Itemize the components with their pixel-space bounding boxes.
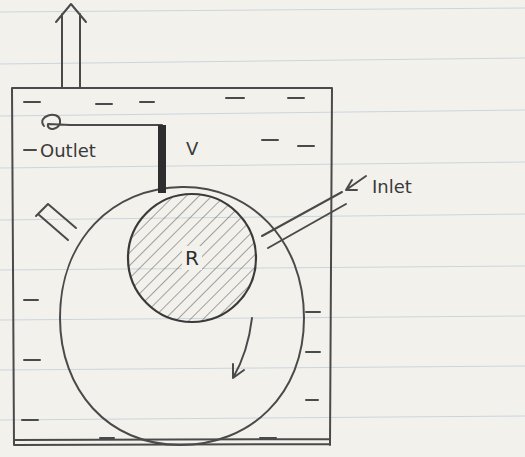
part-label: Outlet (38, 140, 98, 162)
inlet-port (262, 192, 346, 248)
liquid-marks (22, 98, 320, 438)
outlet-tube (42, 115, 162, 129)
rotor-label: R (182, 246, 202, 270)
vane (158, 125, 166, 193)
rotor-circle: R (126, 192, 258, 324)
pump-casing (60, 187, 304, 445)
tank-outline (12, 88, 332, 445)
inlet-arrow (346, 176, 366, 190)
rotation-arrow (233, 318, 252, 378)
exhaust-pipe (56, 4, 86, 88)
outlet-port (36, 204, 76, 240)
part-label: V (184, 138, 200, 160)
part-label: Inlet (370, 176, 414, 198)
paper-lines (0, 8, 525, 420)
